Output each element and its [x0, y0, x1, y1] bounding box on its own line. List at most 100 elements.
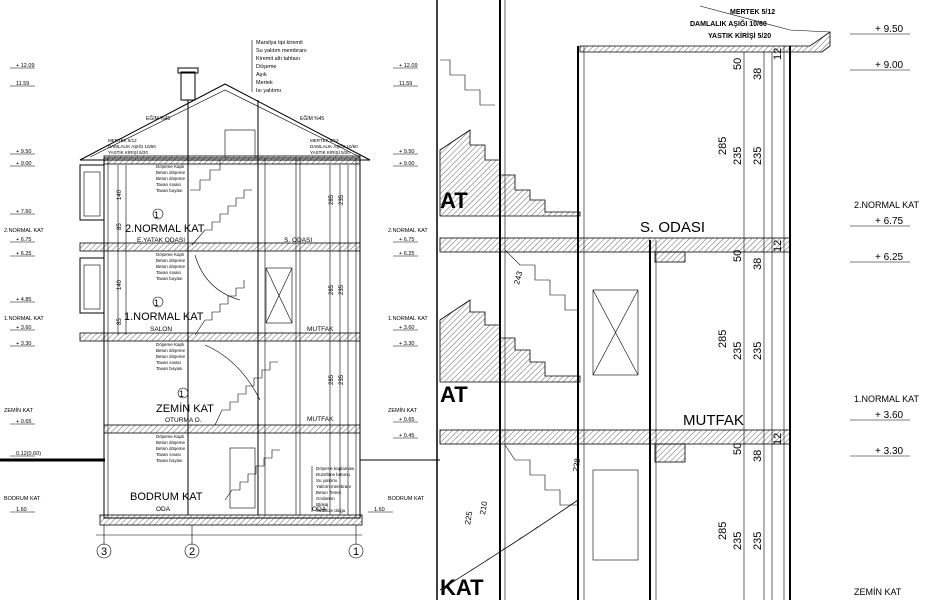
dim-label: 235 [732, 342, 744, 360]
elevation-label: + 3.30 [875, 446, 904, 457]
roof-layer-label: Su yalıtım membranı [256, 48, 307, 54]
dim-label: 12 [772, 240, 784, 252]
elevation-label: + 9.00 [399, 161, 414, 167]
elevation-label: 0.12(0.60) [16, 451, 41, 457]
elevation-label: + 9.50 [399, 149, 414, 155]
roof-note: DAMLALIK AŞIĞI 10/60 [310, 143, 358, 149]
slab-layer: Döşeme Kaplı [156, 434, 184, 439]
dim-label: 235 [732, 532, 744, 550]
dim-label: 285 [717, 330, 729, 348]
dim-label: 285 [329, 284, 335, 295]
roof-layer-label: Isı yalıtımı [256, 88, 281, 94]
roof-layer-label: Aşık [256, 72, 267, 78]
slab-roof [103, 155, 361, 165]
elevation-label: + 6.75 [399, 237, 414, 243]
elevation-label: + 9.50 [875, 24, 904, 35]
dim-label: 38 [752, 68, 764, 80]
roof-layer-label: Marsilya tipi kiremit [256, 40, 303, 46]
chimney [180, 71, 196, 101]
dim-label: 12 [772, 48, 784, 60]
slab-layer: Beton döşeme [156, 170, 186, 175]
stair-section-lower [439, 499, 579, 591]
dim-label: 235 [752, 147, 764, 165]
foundation-layer: Döşeme kaplaması [316, 466, 355, 471]
foundation-layer: Su yalıtımı [316, 478, 337, 483]
dim-label: 235 [732, 147, 744, 165]
foundation-layer: Blokaj [316, 502, 328, 507]
zoom-elevation-column: + 9.50 + 9.00 + 6.75 + 6.25 + 3.60 + 3.3… [850, 24, 910, 457]
room-mutfak-zoom: MUTFAK [683, 412, 744, 429]
room-oda-2: ODA [312, 506, 327, 513]
elevation-label: + 3.30 [16, 341, 31, 347]
dim-label: 285 [717, 522, 729, 540]
dim-label: 140 [117, 189, 123, 200]
elevation-label: + 0.65 [399, 417, 414, 423]
left-elevation-column: + 12.09 11.59 + 9.50 + 9.00 + 7.60 + 6.7… [10, 63, 41, 513]
slab-layer: Tavan boyası [156, 458, 183, 463]
slab-2 [79, 242, 361, 252]
stair-dim: 225 [463, 510, 474, 525]
right-elevation-column: + 12.09 11.59 + 9.50 + 9.00 + 6.75 + 6.2… [368, 63, 418, 513]
axis-label-3: 3 [101, 546, 107, 558]
left-section: 3 2 1 Marsilya tipi kiremit Su yalıtım m… [0, 40, 440, 559]
room-oturma: OTURMA O. [165, 417, 202, 424]
dim-label: 235 [339, 284, 345, 295]
door-opening [592, 289, 639, 376]
dim-label: 38 [752, 450, 764, 462]
roof-note: MERTEK 5/12 [108, 138, 137, 143]
dim-label: 12 [772, 433, 784, 445]
floor-title-b: BODRUM KAT [130, 491, 203, 503]
elevation-label: + 9.00 [16, 161, 31, 167]
floor-partial: AT [440, 188, 468, 213]
slab-layer: Tavan sıvası [156, 270, 181, 275]
slab-layer: Tavan boyası [156, 276, 183, 281]
roof-layer-label: Kiremit altı tahtası [256, 56, 300, 62]
elevation-label: + 3.30 [399, 341, 414, 347]
stair-dim: 243 [512, 270, 524, 286]
floor-number: 1 [179, 389, 184, 399]
roof-note: DAMLALIK AŞIĞI 10/60 [690, 19, 767, 28]
elevation-label: + 9.50 [16, 149, 31, 155]
roof-layer-label: Mertek [256, 80, 273, 86]
slab-layer: Tavan boyası [156, 366, 183, 371]
slab-1 [79, 332, 361, 342]
room-mutfak-1: MUTFAK [307, 326, 334, 333]
elevation-label: + 12.09 [399, 63, 418, 69]
slab-layer: Beton döşeme [156, 354, 186, 359]
foundation-layer: Beton Temel [316, 490, 341, 495]
roof-note: MERTEK 5/12 [310, 138, 339, 143]
stair-flight-1 [194, 280, 245, 336]
roof-slope-label: EĞİM %45 [146, 115, 170, 122]
floor-label-right: 1.NORMAL KAT [388, 316, 428, 322]
floor-label-left: 1.NORMAL KAT [4, 316, 44, 322]
elevation-label: 1.60 [16, 507, 27, 513]
slab-layer: Beton döşeme [156, 440, 186, 445]
right-section: MERTEK 5/12 DAMLALIK AŞIĞI 10/60 YASTIK … [439, 0, 920, 600]
elevation-label: + 12.09 [16, 63, 35, 69]
bay-window-lower [79, 257, 105, 314]
floor-label-zoom: 1.NORMAL KAT [854, 394, 920, 404]
dim-label: 50 [732, 58, 744, 70]
room-s-odasi-zoom: S. ODASI [640, 219, 705, 236]
slab-layer: Tavan sıvası [156, 360, 181, 365]
floor-label-right: 2.NORMAL KAT [388, 228, 428, 234]
dim-label: 235 [752, 532, 764, 550]
dim-label: 50 [732, 250, 744, 262]
floor-title-0: ZEMİN KAT [156, 402, 214, 415]
slab-layer: Tavan sıvası [156, 452, 181, 457]
dim-label: 235 [339, 194, 345, 205]
room-oda: ODA [156, 506, 171, 513]
dim-label: 85 [117, 223, 123, 230]
elevation-label: + 3.60 [399, 325, 414, 331]
slab-layer: Beton döşeme [156, 446, 186, 451]
elevation-label: + 3.60 [875, 410, 904, 421]
floor-label-left: BODRUM KAT [4, 496, 41, 502]
bay-window-upper [79, 164, 105, 221]
slab-layer: Beton döşeme [156, 176, 186, 181]
foundation-layer: Grobeton [316, 496, 335, 501]
elevation-label: + 6.75 [875, 216, 904, 227]
floor-label-right: BODRUM KAT [388, 496, 425, 502]
elevation-label: 1.60 [374, 507, 385, 513]
floor-number: 1 [154, 210, 159, 220]
